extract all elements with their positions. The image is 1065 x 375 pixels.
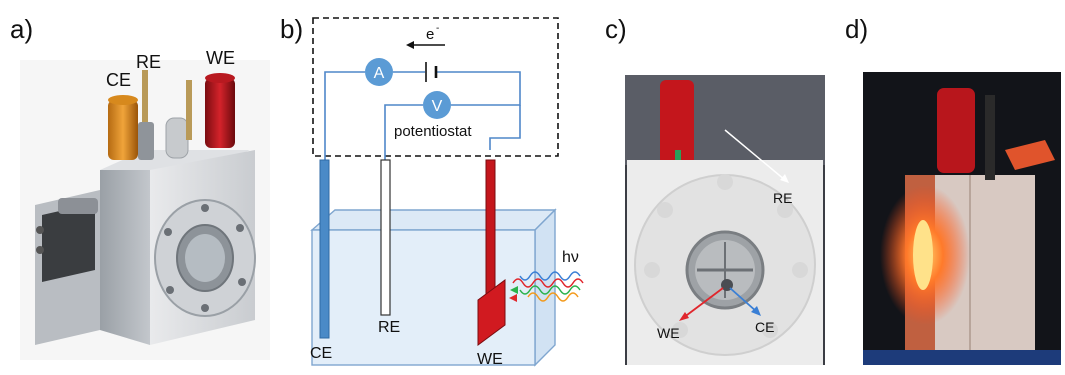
label-we: WE [477,351,503,368]
re-terminal [138,122,154,160]
flange-holes [644,174,808,338]
we-arrow [682,287,724,319]
we-terminal [937,88,975,173]
cell-photo-illustration: CE RE WE [20,48,270,360]
ce-electrode [319,159,330,339]
label-we: WE [657,325,680,341]
wire-re [384,104,423,150]
wire-we [489,105,521,150]
side-knob [58,198,98,214]
panel-c-label: c) [605,14,627,44]
re-pin [142,70,148,125]
label-re: RE [773,190,792,206]
label-ce: CE [106,70,131,90]
screw-icon [36,246,44,254]
potentiostat-label: potentiostat [394,123,472,140]
wire-top [437,71,521,106]
wire-ce [324,71,365,150]
re-electrode [380,159,391,316]
we-terminal [205,78,235,148]
re-arrow [724,129,786,181]
block-side [100,170,150,345]
illuminated-cell-photo [863,72,1061,365]
panel-b-label: b) [280,14,304,44]
panel-c: c) RE WE CE [605,0,845,370]
electron-label: e [426,26,434,43]
window-glass [185,234,225,282]
voltmeter-icon [423,91,451,119]
electrolyte-top [310,209,557,231]
ammeter-icon [365,58,393,86]
label-re: RE [378,319,400,336]
we-terminal [660,80,694,165]
panel-a-label: a) [10,14,34,44]
ce-arrow [729,287,758,313]
panel-a: a) [0,0,280,370]
we-electrode [485,159,496,311]
label-ce: CE [310,345,332,362]
ammeter-label: A [374,65,385,82]
label-re: RE [136,52,161,72]
ce-terminal [108,100,138,160]
potentiostat-box [312,17,559,157]
label-we: WE [206,48,235,68]
side-window [42,203,95,282]
light-label: hν [562,249,579,266]
label-ce: CE [755,319,774,335]
we-plate [477,279,506,346]
panel-b: b) e - A V potentiostat [280,0,605,370]
flange-screws [164,204,246,312]
cell-front-photo: RE WE CE [625,75,825,365]
light-waves [512,271,584,302]
cell-schematic: e - A V potentiostat CE RE WE [310,17,584,368]
voltmeter-label: V [432,98,443,115]
grey-terminal [165,117,189,159]
screw-icon [36,226,44,234]
panel-d-label: d) [845,14,869,44]
panel-d: d) [845,0,1065,370]
electron-charge: - [436,23,439,34]
